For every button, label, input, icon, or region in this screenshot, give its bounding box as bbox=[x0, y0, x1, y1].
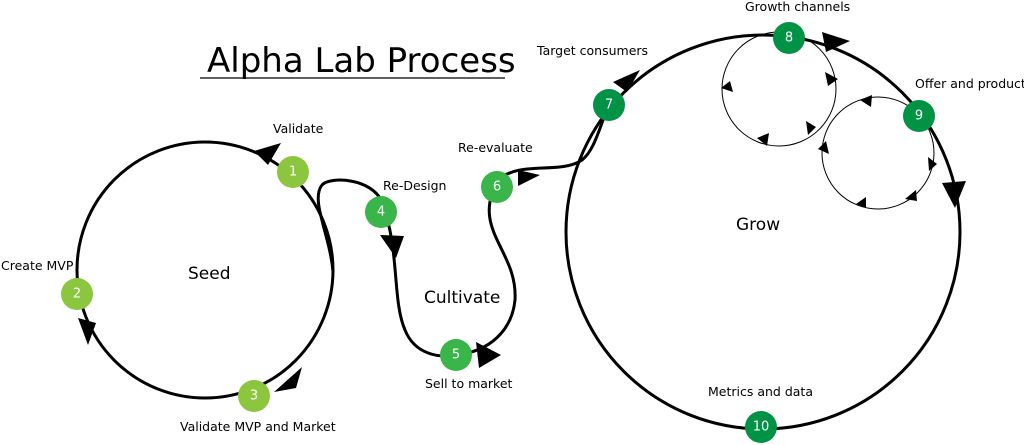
step-label-5: Sell to market bbox=[425, 376, 513, 391]
arrow-seed-3 bbox=[274, 367, 302, 392]
step-node-6-circle bbox=[481, 171, 513, 203]
step-node-7-number: 7 bbox=[605, 98, 613, 113]
step-node-10-number: 10 bbox=[753, 420, 770, 435]
step-label-4: Re-Design bbox=[383, 178, 446, 193]
step-node-8[interactable]: 8 bbox=[773, 22, 805, 54]
offer-product-loop bbox=[821, 96, 935, 210]
arrow-small-9d bbox=[905, 190, 917, 201]
step-node-5[interactable]: 5 bbox=[440, 339, 472, 371]
step-node-2[interactable]: 2 bbox=[61, 278, 93, 310]
arrow-small-8c bbox=[757, 133, 769, 146]
step-node-3-circle bbox=[238, 380, 270, 412]
arrow-cultivate-5 bbox=[476, 342, 501, 368]
step-node-1-number: 1 bbox=[289, 165, 297, 180]
arrow-seed-2 bbox=[78, 318, 96, 345]
step-node-4[interactable]: 4 bbox=[365, 196, 397, 228]
step-node-9[interactable]: 9 bbox=[903, 100, 935, 132]
step-node-6-number: 6 bbox=[493, 180, 501, 195]
step-node-4-number: 4 bbox=[377, 205, 385, 220]
step-node-4-circle bbox=[365, 196, 397, 228]
arrow-cultivate-6 bbox=[518, 170, 540, 186]
step-node-1[interactable]: 1 bbox=[277, 156, 309, 188]
arrow-small-8d bbox=[806, 121, 816, 135]
section-seed: Seed bbox=[188, 264, 231, 284]
step-node-2-circle bbox=[61, 278, 93, 310]
diagram-title: Alpha Lab Process bbox=[207, 41, 516, 81]
arrow-small-9a bbox=[860, 95, 872, 107]
step-node-5-number: 5 bbox=[452, 348, 460, 363]
step-node-3-number: 3 bbox=[250, 389, 258, 404]
step-label-8: Growth channels bbox=[745, 0, 850, 14]
step-node-1-circle bbox=[277, 156, 309, 188]
step-node-8-circle bbox=[773, 22, 805, 54]
step-node-2-number: 2 bbox=[73, 287, 81, 302]
arrow-grow-7 bbox=[613, 70, 640, 92]
arrow-small-9b bbox=[818, 141, 829, 154]
step-label-10: Metrics and data bbox=[708, 384, 813, 399]
step-node-7-circle bbox=[593, 89, 625, 121]
section-grow: Grow bbox=[736, 215, 780, 235]
step-node-6[interactable]: 6 bbox=[481, 171, 513, 203]
step-node-9-circle bbox=[903, 100, 935, 132]
arrow-small-9e bbox=[928, 157, 937, 171]
step-label-9: Offer and product bbox=[915, 76, 1024, 91]
step-label-1: Validate bbox=[273, 121, 324, 136]
step-node-7[interactable]: 7 bbox=[593, 89, 625, 121]
step-node-10-circle bbox=[745, 411, 777, 443]
step-label-7: Target consumers bbox=[536, 43, 648, 58]
arrow-small-9c bbox=[856, 197, 866, 208]
arrow-grow-8 bbox=[822, 32, 850, 52]
arrow-small-8a bbox=[825, 72, 838, 86]
step-node-10[interactable]: 10 bbox=[745, 411, 777, 443]
step-label-3: Validate MVP and Market bbox=[180, 419, 336, 434]
step-node-5-circle bbox=[440, 339, 472, 371]
arrow-grow-9 bbox=[942, 181, 966, 208]
step-node-8-number: 8 bbox=[785, 31, 793, 46]
arrow-cultivate-4 bbox=[380, 235, 404, 258]
step-node-3[interactable]: 3 bbox=[238, 380, 270, 412]
section-cultivate: Cultivate bbox=[424, 288, 500, 308]
arrow-small-8b bbox=[721, 81, 733, 92]
step-label-6: Re-evaluate bbox=[458, 140, 533, 155]
step-node-9-number: 9 bbox=[915, 109, 923, 124]
step-label-2: Create MVP bbox=[1, 258, 74, 273]
arrow-seed-1 bbox=[254, 143, 281, 165]
